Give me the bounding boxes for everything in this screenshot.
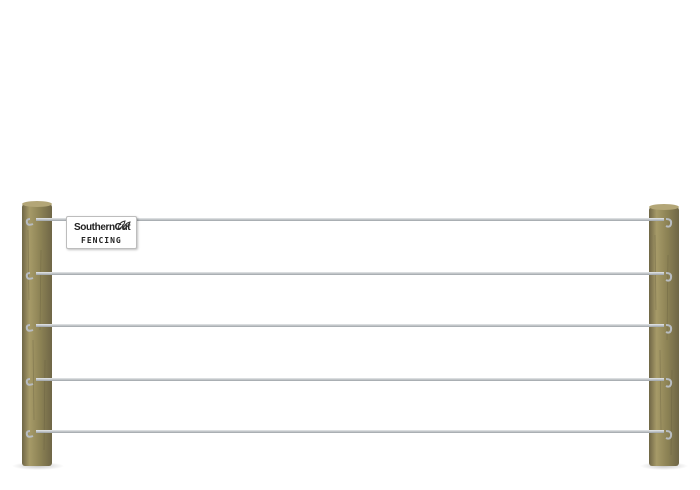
fence-wire-5 [36, 430, 664, 433]
fence-post-right [649, 204, 679, 466]
brand-sign: SouthernCut FENCING [66, 216, 137, 249]
leaf-icon [117, 220, 131, 230]
brand-name-line2: FENCING [81, 236, 122, 245]
wire-hooks-left [25, 218, 34, 438]
fence-wire-3 [36, 324, 664, 327]
fence-post-left [22, 201, 52, 466]
wire-hooks-right [665, 218, 673, 440]
brand-name-line1: SouthernCut [74, 222, 131, 233]
fence-wire-1 [36, 218, 664, 221]
fence-wire-2 [36, 272, 664, 275]
fence-wire-4 [36, 378, 664, 381]
